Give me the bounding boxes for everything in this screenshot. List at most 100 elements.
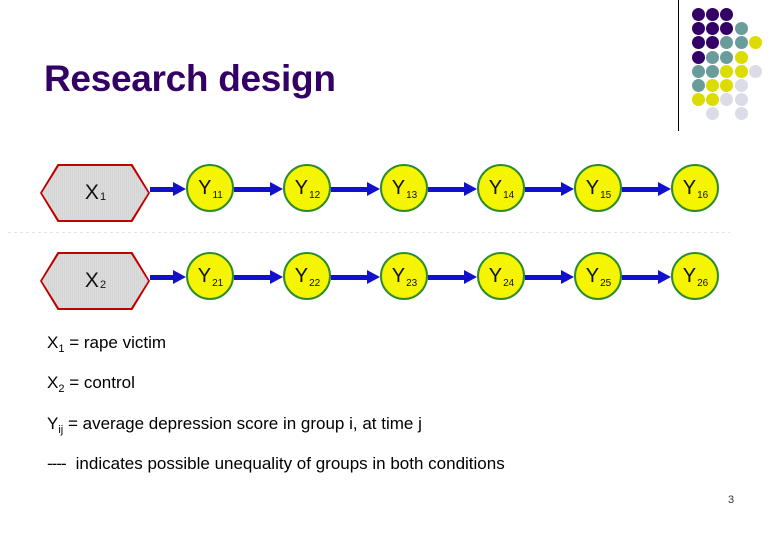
measure-node-y25[interactable]: Y25 [574, 252, 622, 300]
decorative-dot [720, 93, 734, 107]
arrow-shaft [234, 275, 271, 280]
flow-arrow [150, 270, 186, 284]
measure-node-label: Y22 [294, 265, 321, 289]
arrow-shaft [622, 275, 659, 280]
measure-node-y16[interactable]: Y16 [671, 164, 719, 212]
hexagon-fill [42, 254, 148, 308]
decorative-dot [734, 79, 748, 92]
arrow-shaft [150, 187, 174, 192]
flow-arrow [622, 182, 671, 196]
arrow-head [173, 182, 186, 196]
decorative-dot [734, 50, 748, 64]
decorative-dot [720, 79, 734, 92]
decorative-dot [720, 22, 734, 36]
decorative-dot [706, 36, 720, 50]
measure-node-y26[interactable]: Y26 [671, 252, 719, 300]
measure-node-y21[interactable]: Y21 [186, 252, 234, 300]
legend-line-2: X2 = control [47, 373, 135, 396]
measure-node-y23[interactable]: Y23 [380, 252, 428, 300]
measure-node-y22[interactable]: Y22 [283, 252, 331, 300]
page-title: Research design [44, 58, 336, 99]
measure-node-label: Y16 [682, 177, 709, 201]
measure-node-y15[interactable]: Y15 [574, 164, 622, 212]
flow-arrow [622, 270, 671, 284]
group-inequality-divider [8, 232, 730, 233]
measure-node-label: Y21 [197, 265, 224, 289]
decorative-dot [692, 22, 705, 36]
measure-node-label: Y15 [585, 177, 612, 201]
arrow-head [367, 182, 380, 196]
flow-arrow [331, 182, 380, 196]
decorative-dot [706, 79, 720, 92]
arrow-shaft [525, 187, 562, 192]
measure-node-y14[interactable]: Y14 [477, 164, 525, 212]
measure-node-label: Y23 [391, 265, 418, 289]
decorative-dot [720, 50, 734, 64]
arrow-shaft [331, 275, 368, 280]
measure-node-label: Y11 [198, 177, 223, 201]
decorative-dot [706, 64, 720, 78]
decorative-dot [692, 8, 705, 21]
legend-line-4: ----indicates possible unequality of gro… [47, 454, 505, 474]
measure-node-y13[interactable]: Y13 [380, 164, 428, 212]
arrow-shaft [331, 187, 368, 192]
decorative-dot [706, 93, 720, 107]
decorative-dot [706, 8, 720, 21]
flow-arrow [234, 270, 283, 284]
decorative-dot [734, 93, 748, 107]
measure-node-label: Y24 [488, 265, 515, 289]
header-vertical-rule [678, 0, 679, 131]
arrow-head [464, 270, 477, 284]
arrow-head [173, 270, 186, 284]
arrow-head [561, 182, 574, 196]
decorative-dot [706, 107, 720, 121]
arrow-head [270, 270, 283, 284]
flow-arrow [525, 270, 574, 284]
decorative-dot [706, 22, 720, 36]
arrow-head [270, 182, 283, 196]
decorative-dot [734, 22, 748, 36]
flow-arrow [234, 182, 283, 196]
measure-node-y12[interactable]: Y12 [283, 164, 331, 212]
decorative-dot [734, 64, 748, 78]
decorative-dot [720, 64, 734, 78]
decorative-dot [692, 79, 705, 92]
arrow-head [464, 182, 477, 196]
legend-dash-marker: ---- [47, 454, 67, 474]
legend-line-3: Yij = average depression score in group … [47, 413, 422, 436]
measure-node-y11[interactable]: Y11 [186, 164, 234, 212]
decorative-dot [734, 36, 748, 50]
hexagon-fill [42, 166, 148, 220]
arrow-shaft [428, 187, 465, 192]
flow-arrow [331, 270, 380, 284]
decorative-dot [692, 36, 705, 50]
measure-node-y24[interactable]: Y24 [477, 252, 525, 300]
arrow-head [658, 182, 671, 196]
decorative-dot [706, 50, 720, 64]
arrow-shaft [150, 275, 174, 280]
arrow-head [658, 270, 671, 284]
arrow-shaft [234, 187, 271, 192]
decorative-dot [748, 64, 762, 78]
flow-arrow [428, 182, 477, 196]
arrow-shaft [525, 275, 562, 280]
flow-arrow [150, 182, 186, 196]
decorative-dot-grid [692, 8, 776, 121]
decorative-dot [720, 36, 734, 50]
decorative-dot [734, 107, 748, 121]
measure-node-label: Y26 [682, 265, 709, 289]
measure-node-label: Y12 [294, 177, 321, 201]
legend-line-1: X1 = rape victim [47, 333, 167, 355]
flow-arrow [525, 182, 574, 196]
arrow-shaft [428, 275, 465, 280]
measure-node-label: Y14 [488, 177, 515, 201]
measure-node-label: Y25 [585, 265, 612, 289]
flow-arrow [428, 270, 477, 284]
